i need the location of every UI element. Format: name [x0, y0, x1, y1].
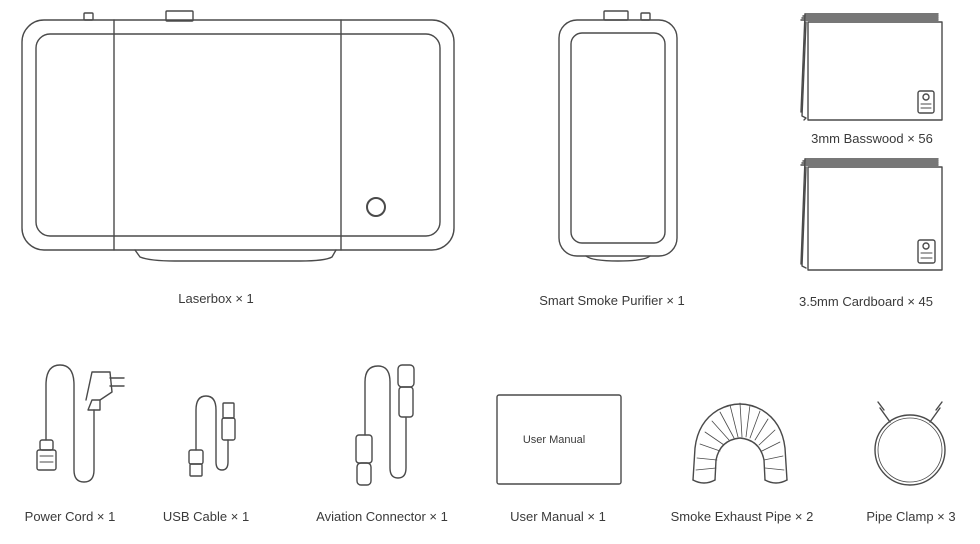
aviation-connector-label: Aviation Connector × 1 [316, 509, 448, 524]
manual-cover-text: User Manual [522, 434, 586, 446]
laserbox-label: Laserbox × 1 [178, 291, 254, 306]
pipe-clamp-icon [874, 401, 946, 486]
cardboard-stack-icon [800, 158, 943, 271]
smoke-purifier-icon [558, 10, 678, 262]
laserbox-icon [21, 10, 455, 262]
user-manual-label: User Manual × 1 [510, 509, 606, 524]
user-manual-icon [496, 394, 622, 485]
exhaust-pipe-icon [692, 402, 788, 484]
power-cord-icon [36, 364, 125, 483]
cardboard-label: 3.5mm Cardboard × 45 [798, 294, 934, 309]
aviation-connector-icon [355, 364, 415, 486]
smoke-purifier-label: Smart Smoke Purifier × 1 [539, 293, 685, 308]
usb-cable-icon [188, 395, 236, 477]
usb-cable-label: USB Cable × 1 [162, 509, 250, 524]
basswood-label: 3mm Basswood × 56 [811, 131, 933, 146]
exhaust-pipe-label: Smoke Exhaust Pipe × 2 [670, 509, 814, 524]
pipe-clamp-label: Pipe Clamp × 3 [866, 509, 956, 524]
power-cord-label: Power Cord × 1 [24, 509, 116, 524]
basswood-stack-icon [800, 13, 943, 121]
